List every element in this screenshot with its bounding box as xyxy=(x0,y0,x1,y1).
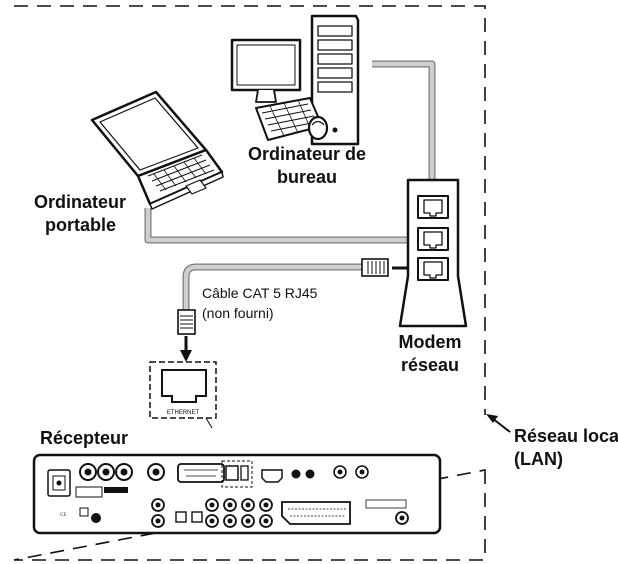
modem-label-line2: réseau xyxy=(401,355,459,375)
lan-arrow-icon xyxy=(486,414,511,433)
modem-label-line1: Modem xyxy=(399,332,462,352)
svg-text:CE: CE xyxy=(60,513,66,518)
desktop-label-line1: Ordinateur de xyxy=(248,144,366,164)
arrow-to-ethernet xyxy=(180,336,192,362)
laptop-label-line2: portable xyxy=(45,215,116,235)
receiver-back-panel: CE xyxy=(32,453,442,535)
desktop-computer-icon xyxy=(230,14,360,146)
receiver-label: Récepteur xyxy=(40,428,128,448)
ethernet-port-zoom xyxy=(149,361,217,429)
desktop-label-line2: bureau xyxy=(277,167,337,187)
network-modem-icon xyxy=(398,178,468,328)
rj45-plug-modem xyxy=(361,258,389,277)
lan-label-line2: (LAN) xyxy=(514,449,563,469)
cable-desktop-modem xyxy=(372,60,436,197)
laptop-icon xyxy=(90,90,224,210)
laptop-label-line1: Ordinateur xyxy=(34,192,126,212)
lan-label-line1: Réseau local xyxy=(514,426,618,446)
rj45-plug-receiver xyxy=(177,309,196,335)
cable-label-line2: (non fourni) xyxy=(202,305,274,321)
cable-label-line1: Câble CAT 5 RJ45 xyxy=(202,285,318,301)
cable-laptop-modem xyxy=(144,208,418,244)
lan-boundary xyxy=(13,5,486,561)
ethernet-port-label: ETHERNET xyxy=(167,410,200,416)
